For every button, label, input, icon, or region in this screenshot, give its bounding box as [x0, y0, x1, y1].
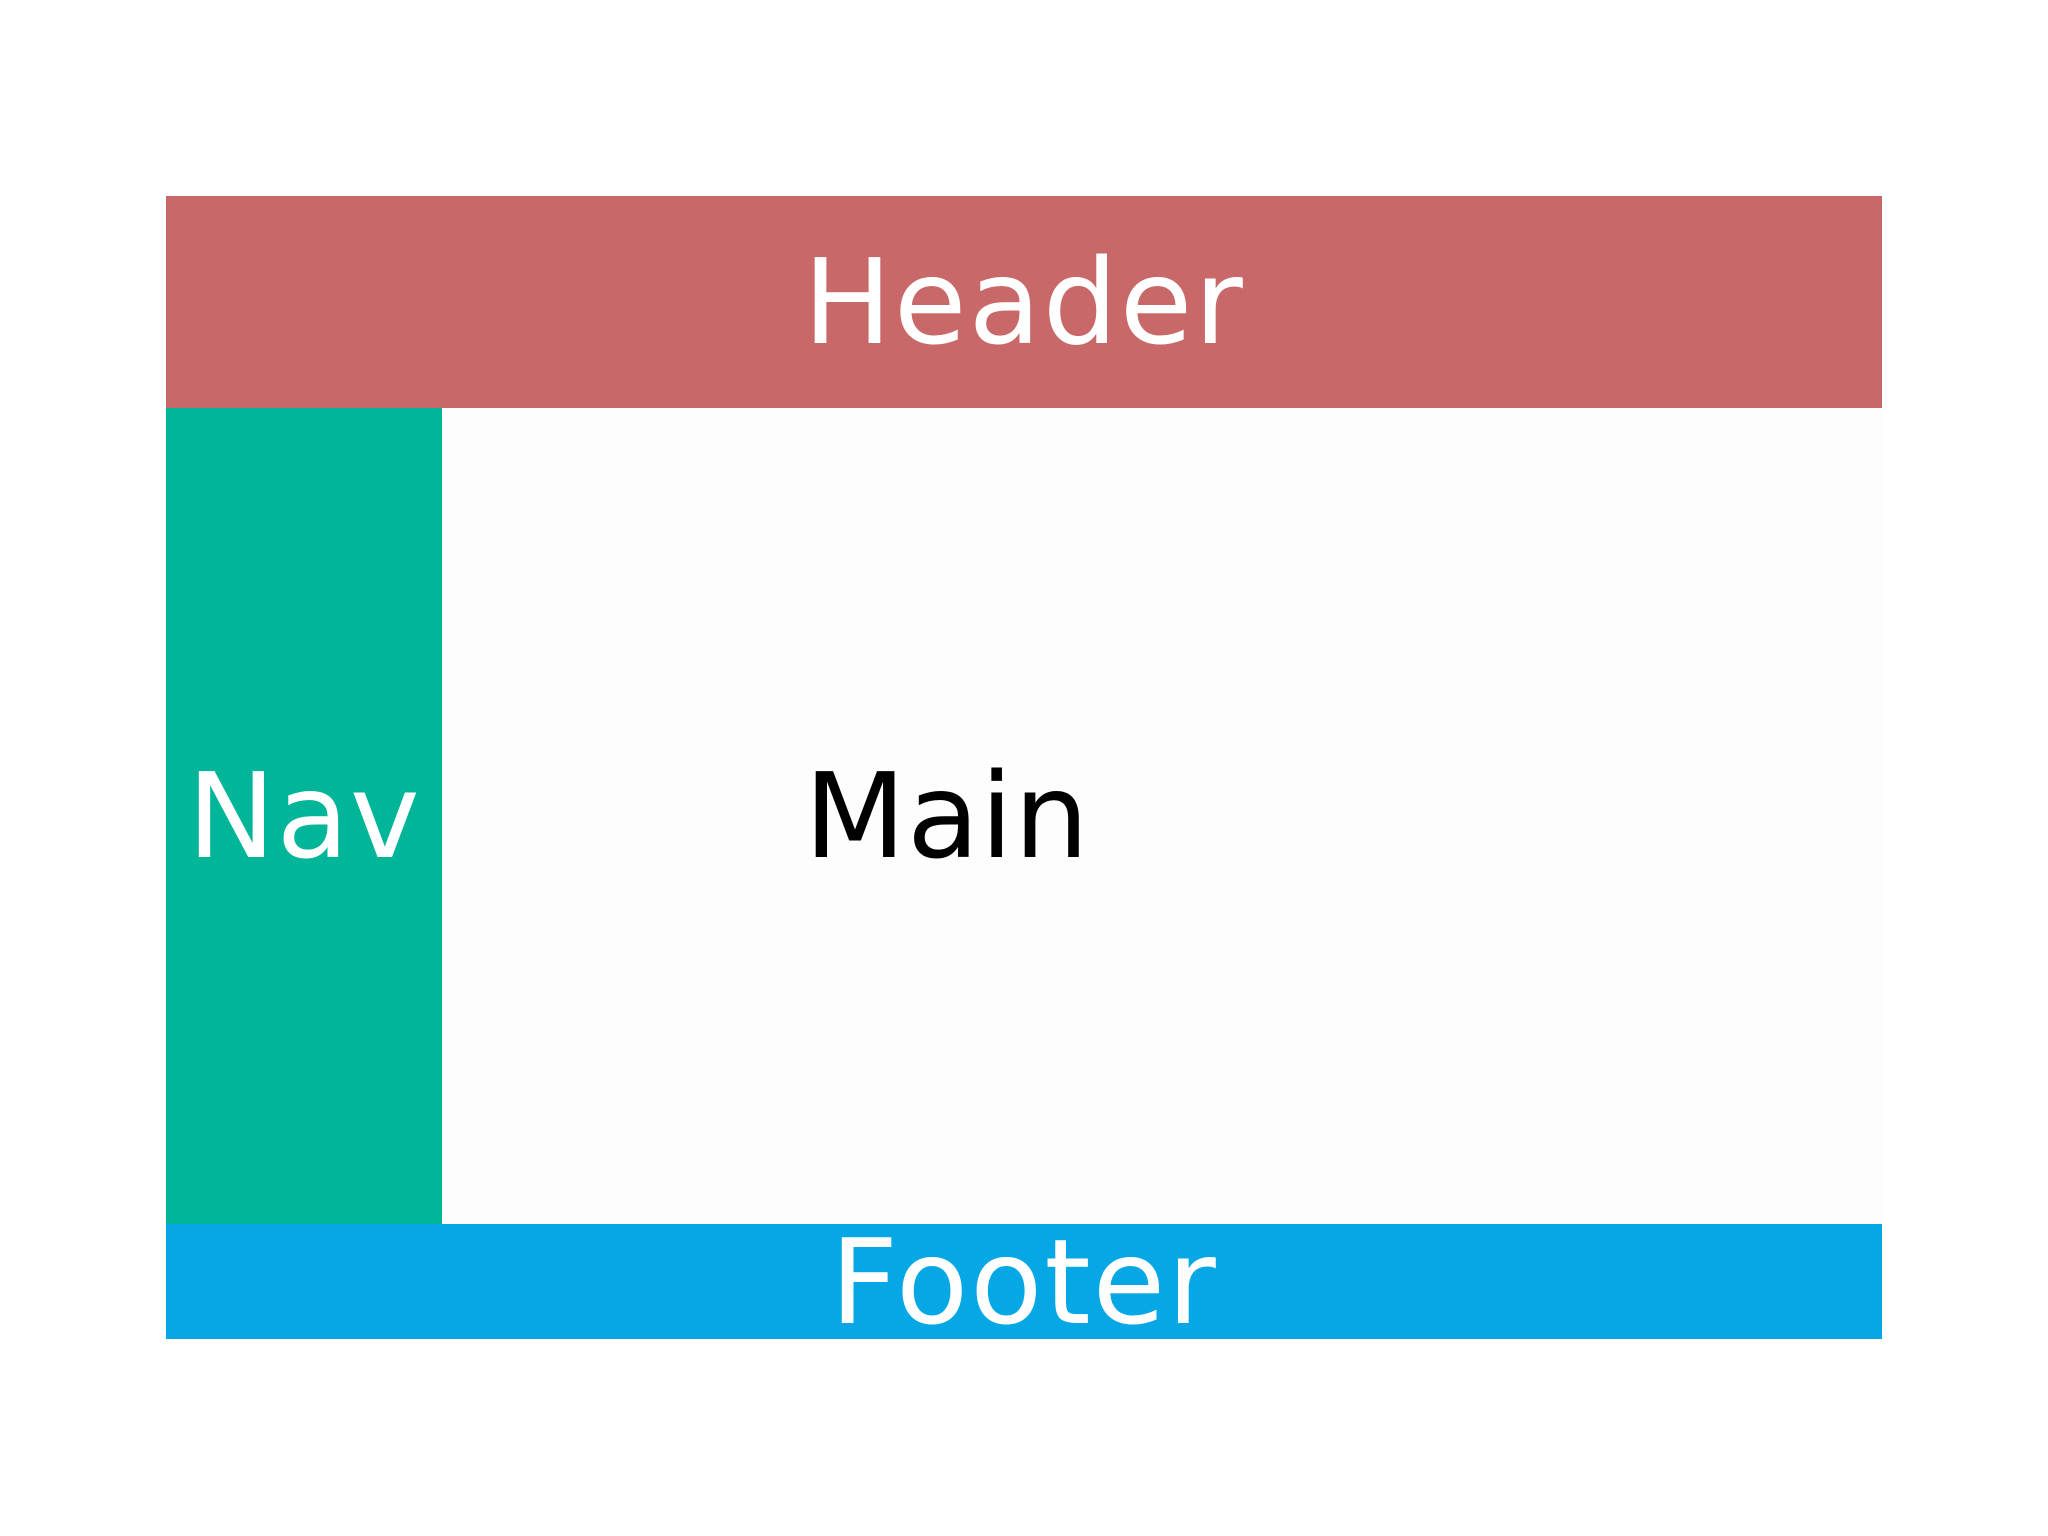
main-label: Main: [804, 747, 1090, 885]
nav-label: Nav: [187, 747, 421, 885]
main-region: Main: [442, 408, 1882, 1224]
nav-region: Nav: [166, 408, 442, 1224]
header-region: Header: [166, 196, 1882, 408]
header-label: Header: [803, 233, 1245, 371]
page-layout-diagram: Header Nav Main Footer: [166, 196, 1882, 1351]
footer-region: Footer: [166, 1212, 1882, 1351]
footer-label: Footer: [830, 1212, 1218, 1351]
